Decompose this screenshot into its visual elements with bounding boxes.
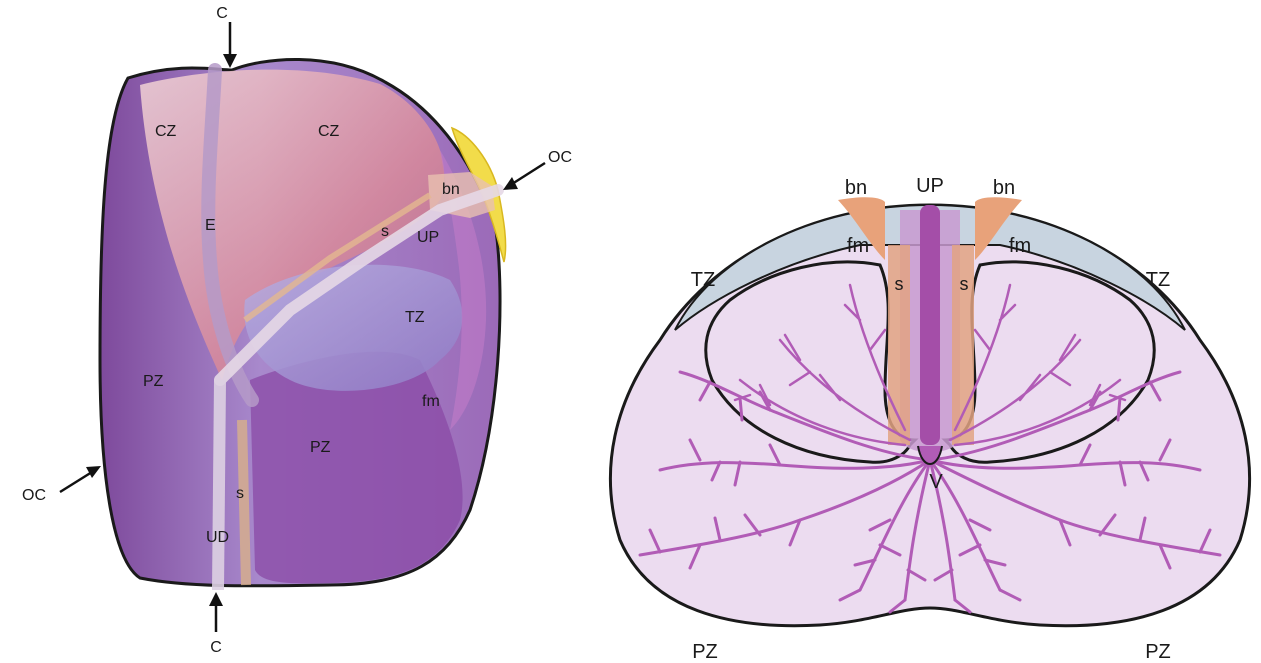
label-v: V <box>929 471 943 493</box>
label-tz-right: TZ <box>1146 269 1170 291</box>
label-s-upper: s <box>381 223 389 240</box>
arrow-oc-left <box>60 466 101 492</box>
label-bn: bn <box>442 181 460 198</box>
label-s-lower: s <box>236 485 244 502</box>
label-pz-left-axial: PZ <box>692 641 718 663</box>
arrow-c-bottom <box>209 592 223 632</box>
label-fm-right: fm <box>1009 235 1031 257</box>
label-bn-right: bn <box>993 177 1015 199</box>
label-c-bottom: C <box>210 639 222 656</box>
label-cz-right: CZ <box>318 123 340 140</box>
label-c-top: C <box>216 5 228 22</box>
axial-diagram: bn UP bn fm fm TZ TZ s s V PZ PZ <box>610 175 1249 663</box>
sagittal-diagram: C C OC OC CZ CZ bn E s UP TZ PZ fm PZ s … <box>22 5 572 656</box>
arrow-c-top <box>223 22 237 68</box>
label-pz-right: PZ <box>310 439 331 456</box>
label-pz-left: PZ <box>143 373 164 390</box>
axial-urethra <box>920 205 940 445</box>
label-bn-left: bn <box>845 177 867 199</box>
label-s-left: s <box>895 274 904 294</box>
label-up: UP <box>417 229 439 246</box>
arrow-oc-right <box>503 163 545 190</box>
label-tz: TZ <box>405 309 425 326</box>
label-ud: UD <box>206 529 229 546</box>
striated-sphincter <box>242 420 246 585</box>
label-s-right: s <box>960 274 969 294</box>
label-oc-right: OC <box>548 149 572 166</box>
label-cz-left: CZ <box>155 123 177 140</box>
label-fm: fm <box>422 393 440 410</box>
urethra-distal <box>218 380 220 590</box>
label-pz-right-axial: PZ <box>1145 641 1171 663</box>
label-tz-left: TZ <box>691 269 715 291</box>
label-oc-left: OC <box>22 487 46 504</box>
label-fm-left: fm <box>847 235 869 257</box>
label-up-axial: UP <box>916 175 944 197</box>
label-e: E <box>205 217 216 234</box>
